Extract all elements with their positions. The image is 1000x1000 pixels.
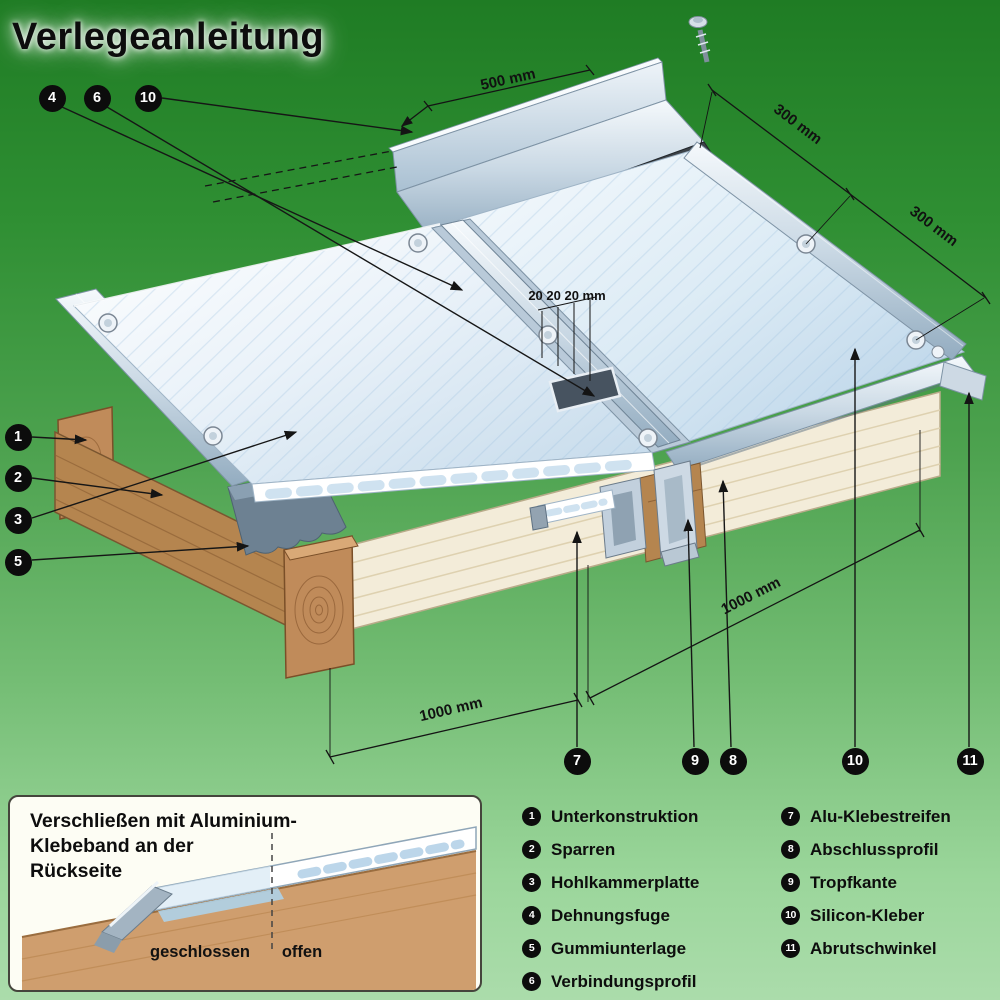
legend-label-abrutschwinkel: Abrutschwinkel (810, 938, 937, 958)
leader-lines (31, 97, 974, 748)
legend-badge-1: 1 (522, 807, 541, 826)
callout-3: 3 (4, 506, 32, 534)
legend-item-alu-klebestreifen: 7 Alu-Klebestreifen (781, 800, 951, 833)
legend-badge-7: 7 (781, 807, 800, 826)
legend-label-dehnungsfuge: Dehnungsfuge (551, 905, 670, 925)
legend-badge-9: 9 (781, 873, 800, 892)
inset-note-line3: Rückseite (30, 859, 123, 882)
inset-note-line2: Klebeband an der (30, 834, 194, 857)
label-offen: offen (281, 943, 323, 961)
callout-5: 5 (4, 548, 32, 576)
legend-badge-5: 5 (522, 939, 541, 958)
legend-label-tropfkante: Tropfkante (810, 872, 897, 892)
inset-note: Verschließen mit Aluminium- Klebeband an… (30, 809, 297, 884)
legend-item-unterkonstruktion: 1 Unterkonstruktion (522, 800, 767, 833)
legend-item-hohlkammerplatte: 3 Hohlkammerplatte (522, 866, 767, 899)
callout-10-top: 10 (134, 84, 162, 112)
legend-column-1: 1 Unterkonstruktion 2 Sparren 3 Hohlkamm… (522, 800, 767, 998)
rafter-beam (54, 430, 309, 638)
inset-wood (22, 851, 476, 990)
callout-11: 11 (956, 747, 984, 775)
legend-label-sparren: Sparren (551, 839, 616, 859)
legend-label-alu-klebestreifen: Alu-Klebestreifen (810, 806, 951, 826)
legend-badge-8: 8 (781, 840, 800, 859)
legend-item-verbindungsprofil: 6 Verbindungsprofil (522, 965, 767, 998)
inset-panel: Verschließen mit Aluminium- Klebeband an… (8, 795, 482, 992)
callout-2: 2 (4, 464, 32, 492)
inset-open-chambers (297, 839, 465, 879)
legend-column-2: 7 Alu-Klebestreifen 8 Abschlussprofil 9 … (781, 800, 951, 998)
label-geschlossen: geschlossen (150, 943, 250, 961)
callout-9: 9 (681, 747, 709, 775)
page-title: Verlegeanleitung (12, 16, 325, 58)
legend-badge-3: 3 (522, 873, 541, 892)
dim-label-20mm-gaps: 20 20 20 mm (528, 288, 605, 303)
section-detail (529, 460, 707, 567)
dimension-lines (325, 64, 991, 765)
front-post (283, 535, 359, 679)
callout-8: 8 (719, 747, 747, 775)
callout-10-bottom: 10 (841, 747, 869, 775)
dim-label-500mm: 500 mm (479, 65, 537, 94)
legend-label-unterkonstruktion: Unterkonstruktion (551, 806, 699, 826)
legend-item-gummiunterlage: 5 Gummiunterlage (522, 932, 767, 965)
legend-badge-4: 4 (522, 906, 541, 925)
callout-7: 7 (563, 747, 591, 775)
legend-item-dehnungsfuge: 4 Dehnungsfuge (522, 899, 767, 932)
legend-label-verbindungsprofil: Verbindungsprofil (551, 971, 697, 991)
callout-4: 4 (38, 84, 66, 112)
inset-note-line1: Verschließen mit Aluminium- (30, 810, 297, 832)
legend-item-abrutschwinkel: 11 Abrutschwinkel (781, 932, 951, 965)
legend-badge-10: 10 (781, 906, 800, 925)
legend-item-abschlussprofil: 8 Abschlussprofil (781, 833, 951, 866)
inset-drawing (21, 826, 477, 990)
legend-badge-2: 2 (522, 840, 541, 859)
dim-label-1000mm-left: 1000 mm (418, 694, 484, 725)
callout-6: 6 (83, 84, 111, 112)
legend-item-sparren: 2 Sparren (522, 833, 767, 866)
legend-badge-6: 6 (522, 972, 541, 991)
legend-item-silicon-kleber: 10 Silicon-Kleber (781, 899, 951, 932)
legend-label-hohlkammerplatte: Hohlkammerplatte (551, 872, 700, 892)
legend-badge-11: 11 (781, 939, 800, 958)
legend-label-silicon-kleber: Silicon-Kleber (810, 905, 925, 925)
legend-label-gummiunterlage: Gummiunterlage (551, 938, 687, 958)
legend-label-abschlussprofil: Abschlussprofil (810, 839, 939, 859)
panel-left (73, 223, 654, 485)
legend-item-tropfkante: 9 Tropfkante (781, 866, 951, 899)
screw-icon (688, 16, 711, 63)
slide-stop-angle (931, 345, 987, 401)
legend: 1 Unterkonstruktion 2 Sparren 3 Hohlkamm… (522, 800, 951, 998)
callout-1: 1 (4, 423, 32, 451)
dim-label-1000mm-right: 1000 mm (718, 574, 783, 618)
hidden-edge-guides (204, 150, 398, 203)
